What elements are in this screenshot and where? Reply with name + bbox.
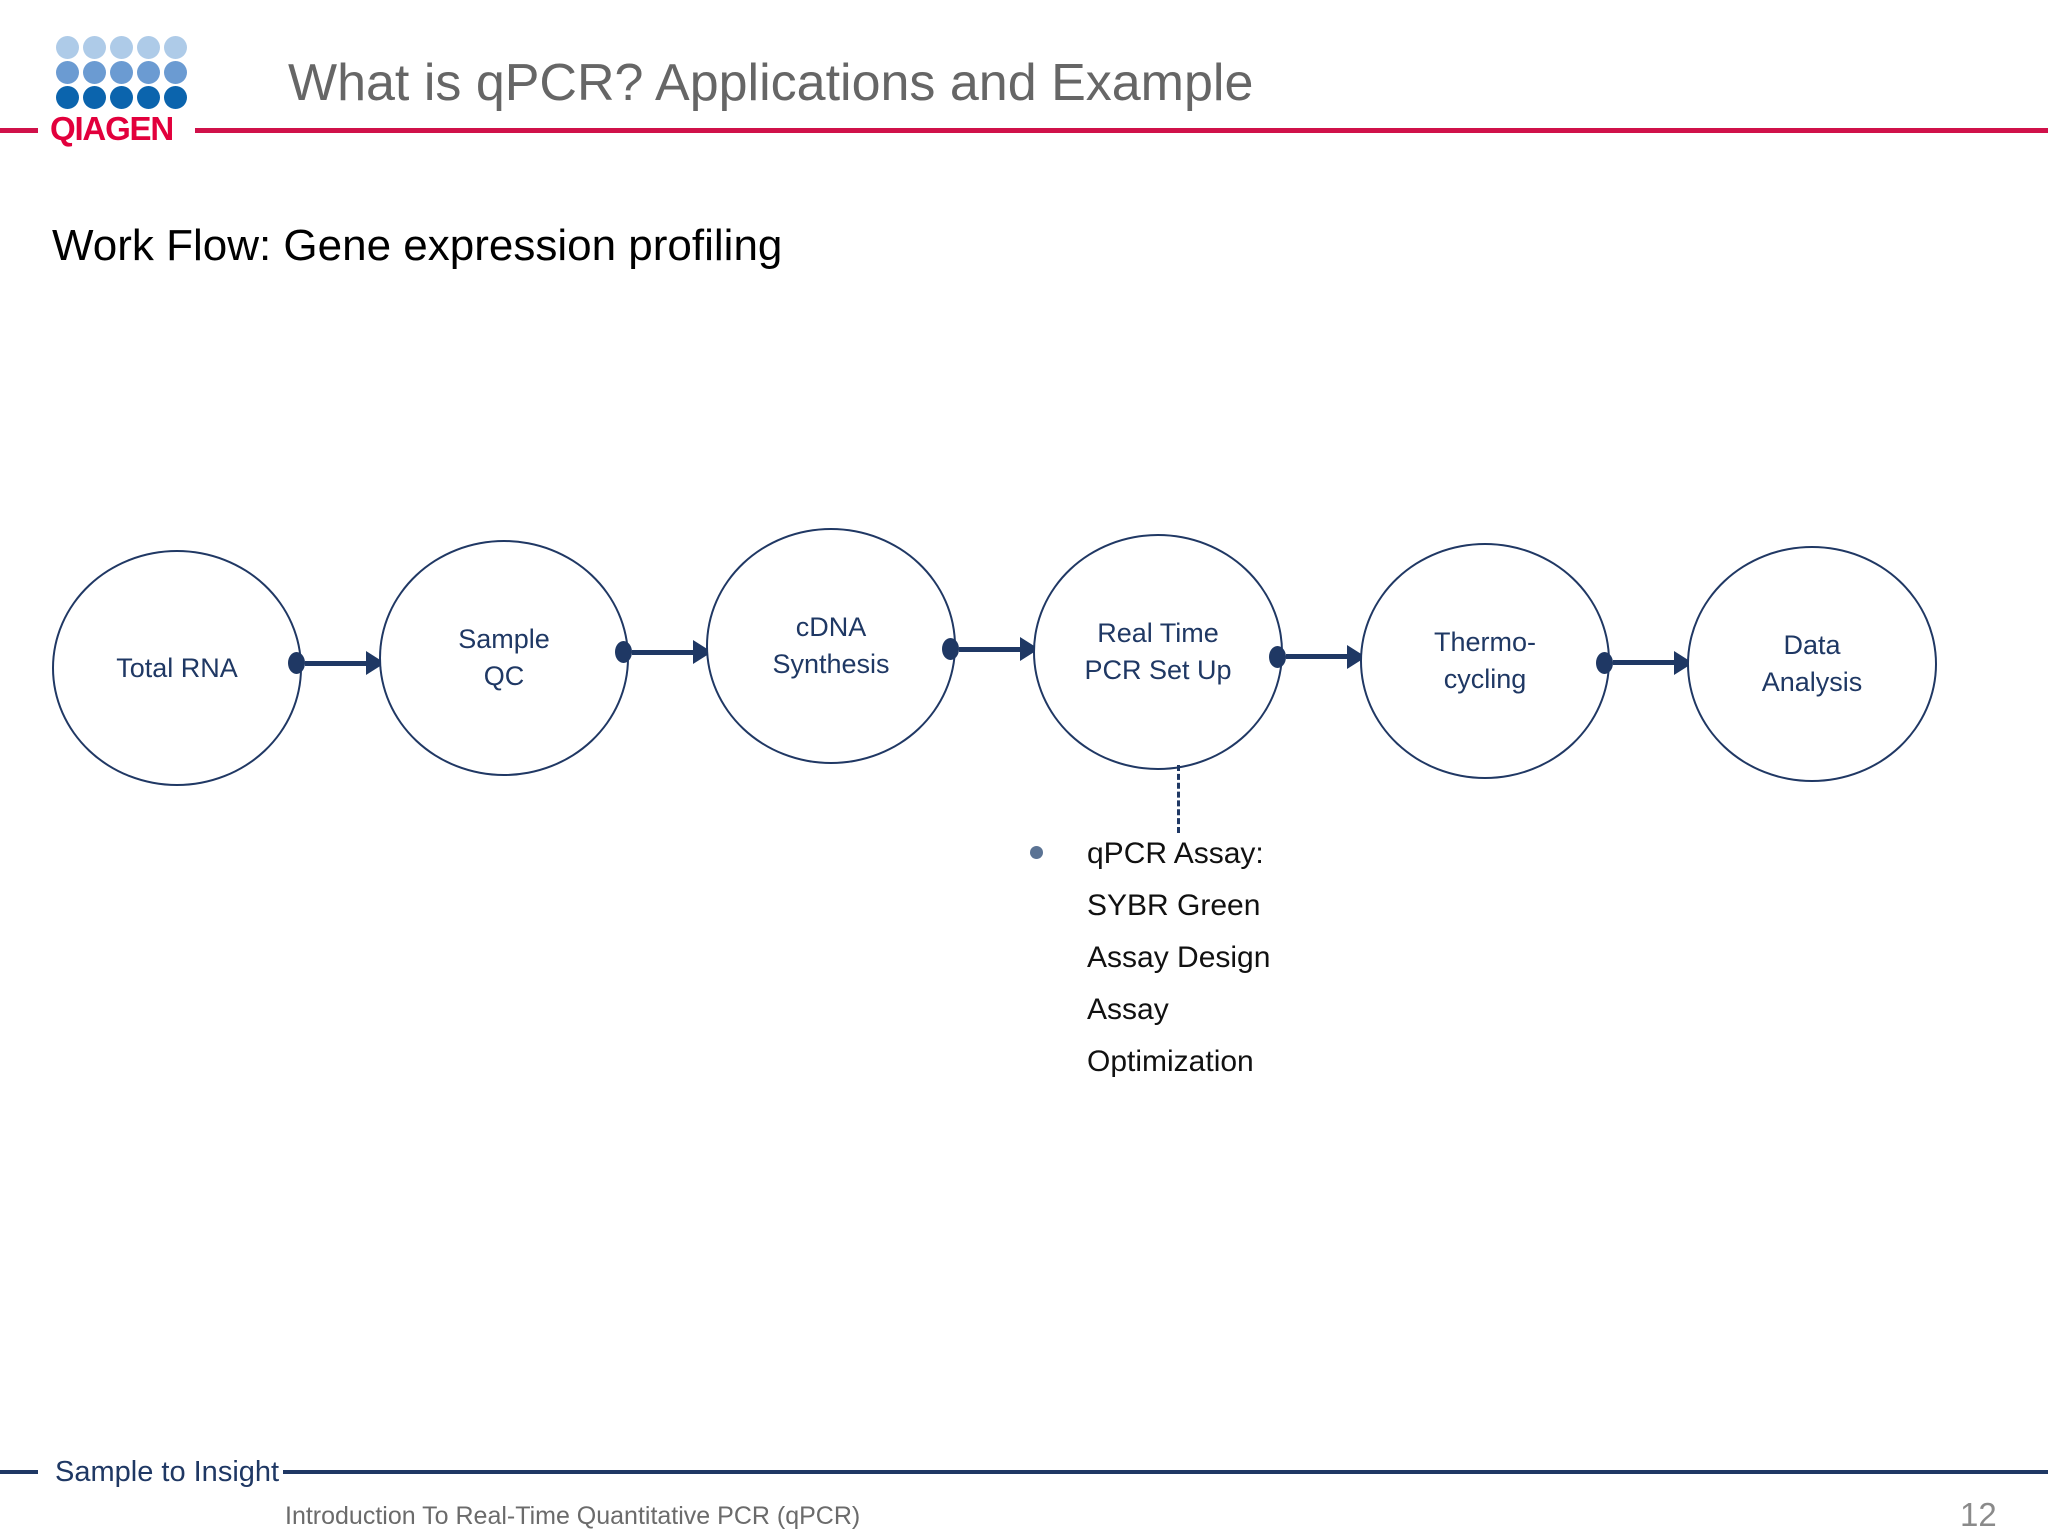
workflow-connector-arrow [1269, 640, 1366, 674]
logo-dot-icon [164, 86, 187, 109]
footer-deck-title: Introduction To Real-Time Quantitative P… [285, 1502, 861, 1530]
workflow-node-label: Real Time PCR Set Up [1084, 618, 1232, 685]
callout-line: Assay Design [1087, 941, 1271, 974]
workflow-node: Sample QC [379, 540, 629, 776]
workflow-node-label: cDNA Synthesis [772, 612, 890, 679]
logo-dot-grid [56, 36, 188, 111]
connector-line [632, 649, 693, 655]
section-subtitle: Work Flow: Gene expression profiling [52, 221, 783, 270]
logo-dot-icon [56, 61, 79, 84]
logo-dot-row [56, 61, 188, 84]
logo-dot-icon [164, 61, 187, 84]
logo-dot-icon [83, 36, 106, 59]
logo-dot-row [56, 86, 188, 109]
logo-dot-icon [83, 61, 106, 84]
connector-line [305, 660, 366, 666]
workflow-node-label: Sample QC [458, 624, 550, 691]
header-rule-right [195, 128, 2048, 133]
logo-dot-icon [137, 86, 160, 109]
workflow-node: Total RNA [52, 550, 302, 786]
callout-line: qPCR Assay: [1087, 837, 1264, 870]
logo-dot-icon [137, 36, 160, 59]
logo-dot-row [56, 36, 188, 59]
workflow-node-label: Thermo- cycling [1433, 627, 1536, 694]
bullet-dot-icon [1030, 846, 1043, 859]
footer-rule-right [283, 1470, 2048, 1474]
callout-line: Assay Optimization [1087, 993, 1254, 1078]
header-rule-left [0, 128, 38, 133]
workflow-node: Data Analysis [1687, 546, 1937, 782]
callout-line: SYBR Green [1087, 889, 1261, 922]
logo-dot-icon [110, 61, 133, 84]
logo-dot-icon [56, 36, 79, 59]
workflow-connector-arrow [288, 646, 385, 680]
workflow-connector-arrow [615, 635, 712, 669]
logo-wordmark: QIAGEN [50, 110, 174, 147]
qiagen-logo: QIAGEN [50, 36, 190, 147]
workflow-node: Real Time PCR Set Up [1033, 534, 1283, 770]
callout-drop-line [1177, 765, 1180, 833]
connector-line [1286, 654, 1347, 659]
connector-line [959, 646, 1020, 652]
logo-dot-icon [110, 36, 133, 59]
workflow-node-label: Data Analysis [1761, 630, 1863, 697]
footer-tagline: Sample to Insight [55, 1456, 280, 1488]
logo-dot-icon [137, 61, 160, 84]
slide-header: QIAGEN What is qPCR? Applications and Ex… [0, 0, 2048, 150]
workflow-connector-arrow [1596, 646, 1693, 680]
workflow-connector-arrow [942, 632, 1039, 666]
logo-dot-icon [110, 86, 133, 109]
logo-dot-icon [56, 86, 79, 109]
workflow-node-label: Total RNA [116, 652, 238, 683]
logo-dot-icon [83, 86, 106, 109]
logo-dot-icon [164, 36, 187, 59]
workflow-node: cDNA Synthesis [706, 528, 956, 764]
page-title: What is qPCR? Applications and Example [288, 54, 1254, 112]
page-number: 12 [1960, 1496, 1997, 1533]
workflow-node: Thermo- cycling [1360, 543, 1610, 779]
footer-rule-left [0, 1470, 38, 1474]
connector-line [1613, 660, 1674, 665]
